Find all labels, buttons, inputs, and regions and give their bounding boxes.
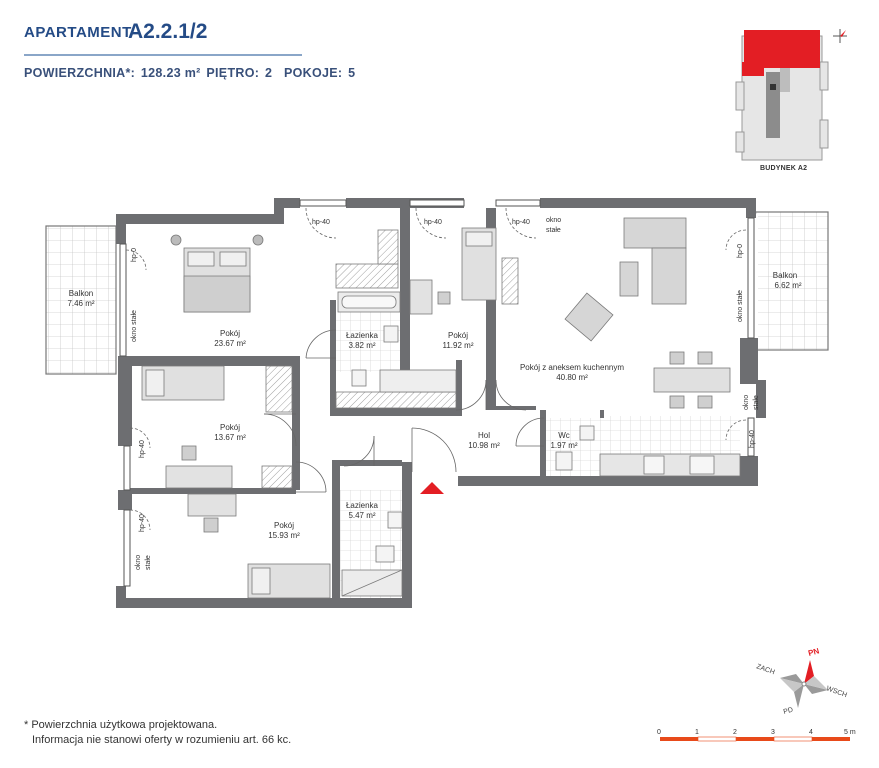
window-label: okno stałe bbox=[737, 290, 744, 322]
room-area: 3.82 m² bbox=[348, 341, 375, 350]
wardrobe-icon bbox=[335, 229, 399, 289]
window-label: hp-40 bbox=[749, 430, 756, 448]
window-label: stałe bbox=[546, 227, 561, 234]
walls bbox=[116, 198, 766, 608]
bed-15-icon bbox=[247, 563, 331, 599]
bathroom-2-sink-icon bbox=[375, 511, 403, 563]
desk-13-icon bbox=[165, 445, 293, 489]
apartment-info: POWIERZCHNIA*: 128.23 m² PIĘTRO: 2 POKOJ… bbox=[24, 66, 357, 80]
toilet-icon bbox=[351, 369, 367, 387]
room-name: Balkon bbox=[69, 289, 93, 298]
floor-value: 2 bbox=[264, 66, 273, 80]
scale-tick: 5 m bbox=[844, 729, 856, 736]
room-area: 23.67 m² bbox=[214, 339, 246, 348]
window-label: hp-40 bbox=[512, 219, 530, 226]
scale-tick: 1 bbox=[695, 729, 699, 736]
window-label: stałe bbox=[145, 555, 152, 570]
scale-tick: 0 bbox=[657, 729, 661, 736]
desk-15-icon bbox=[187, 493, 237, 533]
kitchen-counter-icon bbox=[599, 453, 741, 477]
rooms-label: POKOJE: bbox=[284, 66, 343, 80]
scale-tick: 4 bbox=[809, 729, 813, 736]
rooms-value: 5 bbox=[348, 66, 356, 80]
page-title: APARTAMENT bbox=[24, 24, 132, 41]
window-label: hp-0 bbox=[737, 244, 744, 258]
footnote: * Powierzchnia użytkowa projektowana. In… bbox=[24, 718, 291, 748]
balcony-west bbox=[45, 225, 117, 375]
room-area: 10.98 m² bbox=[468, 441, 500, 450]
room-area: 1.97 m² bbox=[550, 441, 577, 450]
single-bed-icon bbox=[461, 227, 497, 301]
dining-table-icon bbox=[653, 351, 731, 409]
desk-icon bbox=[409, 257, 519, 315]
building-label: BUDYNEK A2 bbox=[760, 165, 808, 172]
window-label: hp-0 bbox=[131, 248, 138, 262]
shower-icon bbox=[341, 569, 403, 597]
wc-toilet-icon bbox=[555, 425, 595, 471]
room-labels: Balkon 7.46 m² Pokój 23.67 m² Łazienka 3… bbox=[67, 271, 801, 540]
room-area: 5.47 m² bbox=[348, 511, 375, 520]
room-area: 6.62 m² bbox=[774, 281, 801, 290]
room-name: Pokój bbox=[220, 423, 240, 432]
hall-wardrobe-icon bbox=[335, 369, 457, 409]
room-name: Łazienka bbox=[346, 501, 379, 510]
furniture bbox=[141, 217, 741, 599]
compass-west: ZACH bbox=[755, 663, 775, 676]
room-area: 13.67 m² bbox=[214, 433, 246, 442]
window-label: okno bbox=[546, 217, 561, 224]
doors bbox=[125, 207, 747, 531]
kitchen-floor bbox=[600, 416, 740, 454]
room-area: 11.92 m² bbox=[443, 341, 474, 350]
compass-south: PD bbox=[783, 707, 794, 716]
area-value: 128.23 m² bbox=[140, 66, 201, 80]
bathtub-icon bbox=[337, 291, 401, 313]
window-label: hp-40 bbox=[312, 219, 330, 226]
apartment-code: A2.2.1/2 bbox=[128, 20, 208, 43]
window-label: okno stałe bbox=[131, 310, 138, 342]
room-name: Pokój z aneksem kuchennym bbox=[520, 363, 624, 372]
room-area: 7.46 m² bbox=[67, 299, 94, 308]
armchair-icon bbox=[564, 292, 614, 342]
window-labels: hp-40 hp-40 hp-40 okno stałe hp-0 okno s… bbox=[131, 217, 760, 570]
window-label: okno bbox=[135, 555, 142, 570]
window-label: hp-40 bbox=[139, 440, 146, 458]
sink-icon bbox=[383, 325, 399, 343]
key-plan-north-icon bbox=[833, 29, 847, 43]
bed-13-icon bbox=[141, 365, 293, 413]
room-name: Łazienka bbox=[346, 331, 379, 340]
scale-bar: 0 1 2 3 4 5 m bbox=[657, 729, 856, 742]
compass-rose-icon bbox=[780, 660, 828, 708]
floor-label: PIĘTRO: bbox=[206, 66, 260, 80]
room-name: Pokój bbox=[220, 329, 240, 338]
room-name: Balkon bbox=[773, 271, 797, 280]
footnote-line-2: Informacja nie stanowi oferty w rozumien… bbox=[32, 734, 292, 746]
window-label: okno bbox=[743, 395, 750, 410]
room-name: Pokój bbox=[448, 331, 468, 340]
window-label: hp-40 bbox=[139, 514, 146, 532]
apartment-highlight bbox=[744, 30, 820, 68]
scale-tick: 3 bbox=[771, 729, 775, 736]
room-area: 15.93 m² bbox=[268, 531, 300, 540]
header-divider bbox=[24, 54, 302, 56]
sofa-icon bbox=[619, 217, 687, 305]
window-label: hp-40 bbox=[424, 219, 442, 226]
building-key-plan bbox=[735, 29, 847, 161]
area-label: POWIERZCHNIA*: bbox=[24, 66, 136, 80]
room-name: Wc bbox=[558, 431, 570, 440]
compass-north: PN bbox=[807, 646, 820, 658]
windows bbox=[119, 199, 755, 587]
entrance-marker-icon bbox=[420, 482, 444, 494]
balcony-east bbox=[751, 211, 829, 351]
footnote-line-1: * Powierzchnia użytkowa projektowana. bbox=[24, 719, 218, 731]
room-name: Hol bbox=[478, 431, 490, 440]
scale-tick: 2 bbox=[733, 729, 737, 736]
room-name: Pokój bbox=[274, 521, 294, 530]
window-label: stałe bbox=[753, 395, 760, 410]
room-area: 40.80 m² bbox=[556, 373, 588, 382]
compass-east: WSCH bbox=[825, 685, 847, 699]
double-bed-icon bbox=[170, 234, 264, 313]
